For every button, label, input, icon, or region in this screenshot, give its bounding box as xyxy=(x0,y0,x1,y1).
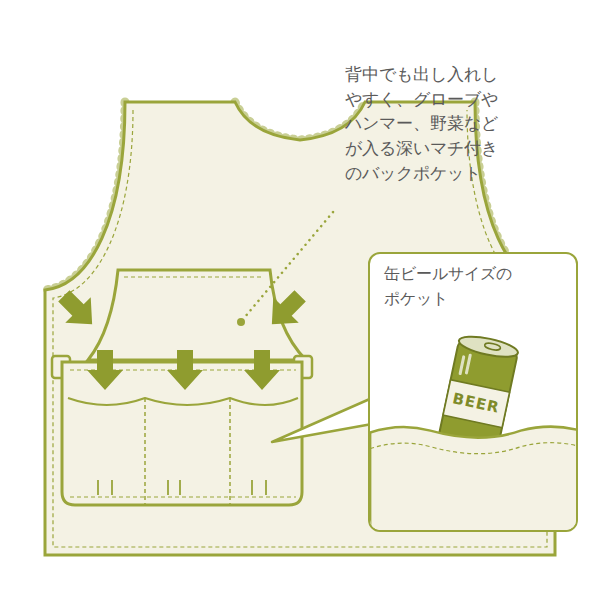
callout-text: 背中でも出し入れし やすく、グローブや ハンマー、野菜など が入る深いマチ付き … xyxy=(345,62,508,185)
leader-line xyxy=(244,212,333,318)
arrow xyxy=(244,350,280,390)
arrow xyxy=(51,283,105,337)
arrow xyxy=(87,350,123,390)
inset-heading: 缶ビールサイズの ポケット xyxy=(384,262,522,312)
inset-box: 缶ビールサイズの ポケットBEER xyxy=(368,252,578,532)
callout-tail xyxy=(272,398,372,442)
arrow xyxy=(167,350,203,390)
